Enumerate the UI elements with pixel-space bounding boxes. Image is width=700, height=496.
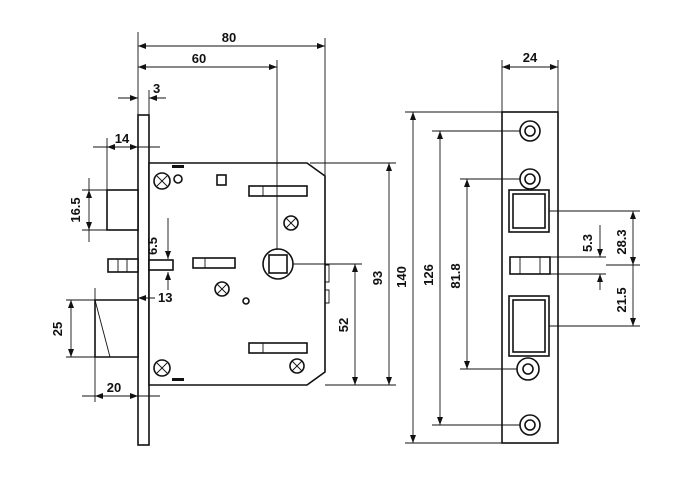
dim-latch-height: 25 bbox=[50, 299, 95, 358]
screw-lower-right bbox=[289, 358, 305, 374]
deadbolt bbox=[106, 189, 139, 231]
slot-lower bbox=[248, 342, 308, 354]
dim-text-14: 14 bbox=[115, 131, 130, 146]
dim-text-140: 140 bbox=[394, 266, 409, 288]
dim-screw-spacing: 126 bbox=[421, 130, 520, 426]
faceplate-hole-lower bbox=[516, 357, 540, 381]
screw-middle bbox=[214, 281, 230, 297]
dim-strike-spacing: 81.8 bbox=[448, 178, 520, 370]
faceplate-latch-opening bbox=[508, 295, 550, 357]
slot-middle bbox=[192, 257, 236, 269]
case-tab bbox=[325, 289, 330, 304]
screw-top-left bbox=[153, 172, 171, 190]
slot-upper bbox=[248, 185, 308, 197]
dim-text-93: 93 bbox=[370, 271, 385, 285]
dim-spindle-height: 52 bbox=[293, 263, 362, 386]
dim-deadbolt-projection: 14 bbox=[93, 131, 160, 190]
dim-text-52: 52 bbox=[336, 318, 351, 332]
faceplate-screw-top bbox=[519, 120, 541, 142]
dim-backset: 60 bbox=[138, 51, 278, 250]
dim-overall-width: 80 bbox=[137, 30, 326, 176]
dim-upper-offset: 28.3 bbox=[549, 210, 640, 266]
dim-latch-width: 20 bbox=[82, 357, 160, 402]
dim-text-126: 126 bbox=[421, 264, 436, 286]
screw-upper-right bbox=[283, 215, 299, 231]
dim-text-5-3: 5.3 bbox=[580, 234, 595, 252]
rivet bbox=[173, 174, 183, 184]
dim-faceplate-length: 140 bbox=[394, 111, 502, 444]
dim-text-20: 20 bbox=[107, 380, 121, 395]
case-tab bbox=[325, 264, 330, 283]
dim-text-81-8: 81.8 bbox=[448, 263, 463, 288]
latch-bevel bbox=[94, 299, 111, 358]
dim-text-3: 3 bbox=[153, 81, 160, 96]
auxiliary-latch bbox=[107, 258, 139, 273]
faceplate-screw-bottom bbox=[519, 414, 541, 436]
dim-deadbolt-height: 16.5 bbox=[68, 178, 107, 242]
screw-bottom-left bbox=[153, 359, 171, 377]
dim-latch-projection: 13 bbox=[94, 288, 172, 305]
dim-text-80: 80 bbox=[222, 30, 236, 45]
dim-text-6-5: 6.5 bbox=[145, 237, 160, 255]
dim-text-24: 24 bbox=[523, 50, 538, 65]
faceplate-deadbolt-opening bbox=[508, 189, 550, 233]
lock-body bbox=[148, 162, 326, 386]
dim-faceplate-thickness: 3 bbox=[118, 81, 166, 115]
dim-lower-offset: 21.5 bbox=[549, 265, 640, 327]
latch-bolt bbox=[94, 299, 139, 358]
dim-text-60: 60 bbox=[192, 51, 206, 66]
faceplate-hole-upper bbox=[519, 168, 541, 190]
faceplate-front bbox=[501, 111, 559, 444]
dim-faceplate-width: 24 bbox=[501, 50, 559, 112]
dim-text-25: 25 bbox=[50, 322, 65, 336]
spindle-hub bbox=[262, 248, 294, 280]
dim-lever-offset: 6.5 bbox=[145, 218, 171, 290]
dim-text-16-5: 16.5 bbox=[68, 197, 83, 222]
dim-case-height: 93 bbox=[310, 162, 396, 386]
dim-aux-height: 5.3 bbox=[550, 225, 606, 290]
faceplate-aux-opening bbox=[509, 256, 551, 275]
dim-text-13: 13 bbox=[158, 290, 172, 305]
faceplate-side bbox=[137, 114, 150, 446]
pin bbox=[242, 297, 250, 305]
dim-text-21-5: 21.5 bbox=[614, 287, 629, 312]
dim-text-28-3: 28.3 bbox=[614, 229, 629, 254]
